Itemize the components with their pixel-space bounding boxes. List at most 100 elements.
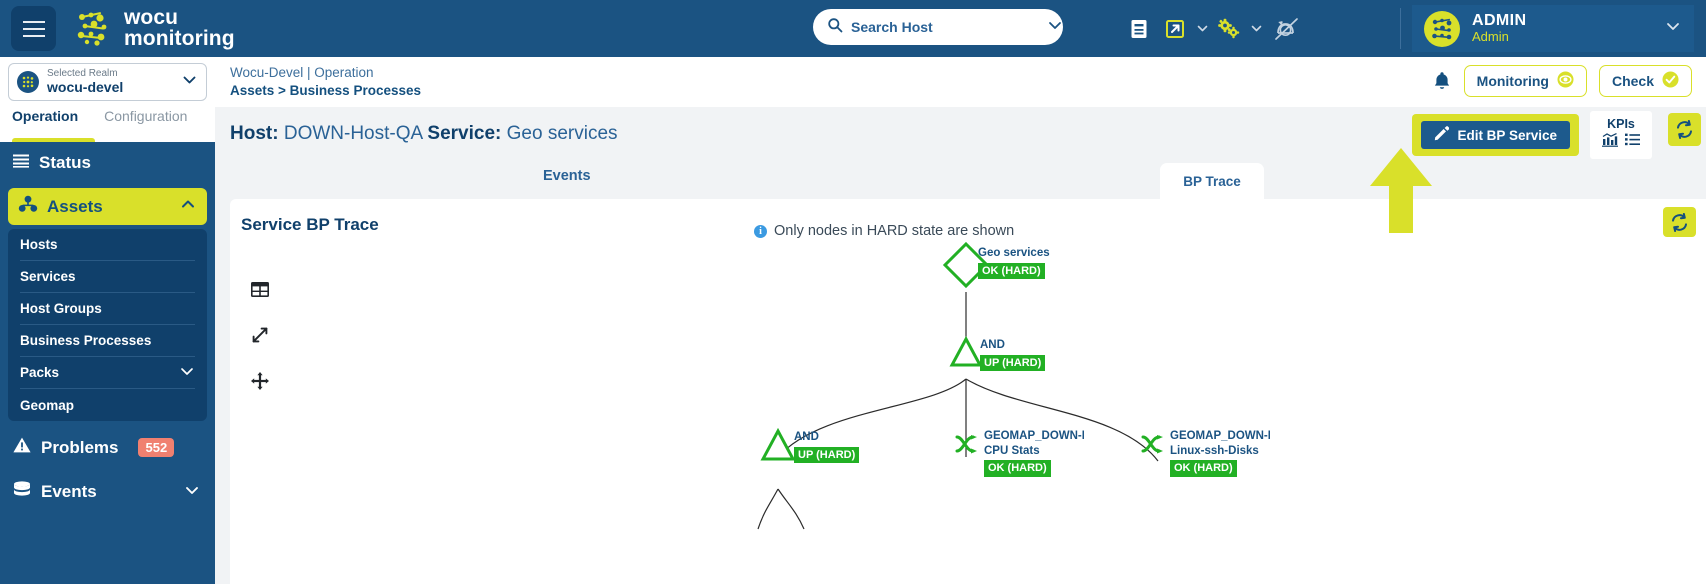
- node-host: GEOMAP_DOWN-Host: [1170, 430, 1270, 442]
- sidebar-item-geomap[interactable]: Geomap: [20, 389, 195, 421]
- sidebar-item-hosts[interactable]: Hosts: [20, 229, 195, 261]
- page-header: Host: DOWN-Host-QA Service: Geo services: [230, 111, 1706, 159]
- list-icon[interactable]: [1625, 133, 1640, 152]
- sidebar-item-services[interactable]: Services: [20, 261, 195, 293]
- chevron-down-icon[interactable]: [179, 363, 195, 382]
- external-link-icon[interactable]: [1158, 9, 1192, 49]
- edit-bp-service-highlight: Edit BP Service: [1412, 114, 1579, 156]
- card-title: Service BP Trace: [241, 215, 379, 234]
- check-button[interactable]: Check: [1598, 65, 1692, 97]
- node-service-1-glyph: [955, 435, 977, 454]
- sidebar-item-business-processes[interactable]: Business Processes: [20, 325, 195, 357]
- info-icon: i: [754, 224, 767, 238]
- refresh-button[interactable]: [1668, 113, 1701, 146]
- report-document-icon[interactable]: [1122, 9, 1156, 49]
- bell-icon[interactable]: [1432, 70, 1452, 92]
- brand-logo: wocu monitoring: [76, 7, 235, 50]
- wocu-dots-avatar-icon: [1424, 10, 1460, 47]
- realm-band: Selected Realm wocu-devel: [0, 57, 215, 106]
- search-input[interactable]: [851, 19, 1047, 35]
- sidebar-item-problems[interactable]: Problems 552: [0, 425, 215, 470]
- chevron-down-icon[interactable]: [183, 481, 201, 504]
- header-actions: Monitoring Check: [1432, 65, 1692, 97]
- submenu-label: Host Groups: [20, 301, 102, 316]
- problems-count-badge: 552: [138, 438, 175, 457]
- submenu-label: Packs: [20, 365, 60, 380]
- node-service-2-glyph: [1141, 435, 1163, 454]
- sidebar-item-host-groups[interactable]: Host Groups: [20, 293, 195, 325]
- grid-layout-icon[interactable]: [250, 279, 270, 299]
- move-cross-icon[interactable]: [250, 371, 270, 391]
- hamburger-icon[interactable]: [11, 6, 56, 51]
- node-label-service-1: GEOMAP_DOWN-Host CPU Stats OK (HARD): [984, 429, 1084, 477]
- node-and-1-glyph: [949, 335, 983, 367]
- user-menu[interactable]: ADMIN Admin: [1412, 5, 1694, 52]
- check-circle-icon: [1662, 71, 1679, 91]
- check-label: Check: [1611, 73, 1654, 89]
- edit-bp-service-button[interactable]: Edit BP Service: [1421, 121, 1570, 149]
- status-badge: UP (HARD): [980, 354, 1046, 371]
- tab-bp-trace[interactable]: BP Trace: [1160, 163, 1264, 199]
- node-title: Geo services: [978, 247, 1050, 259]
- expand-arrows-icon[interactable]: [250, 325, 270, 345]
- breadcrumb: Assets > Business Processes: [230, 83, 421, 98]
- page-title: Host: DOWN-Host-QA Service: Geo services: [230, 123, 618, 145]
- tab-events[interactable]: Events: [543, 168, 591, 184]
- card-refresh-button[interactable]: [1663, 207, 1696, 237]
- chevron-down-icon[interactable]: [1047, 17, 1063, 38]
- sidebar-item-label: Problems: [41, 437, 119, 457]
- wocu-dots-logo-icon: [76, 10, 114, 48]
- brand-line-2: monitoring: [124, 26, 235, 50]
- hard-state-note-text: Only nodes in HARD state are shown: [774, 223, 1015, 239]
- node-label-service-2: GEOMAP_DOWN-Host Linux-ssh-Disks OK (HAR…: [1170, 429, 1270, 477]
- chevron-down-icon[interactable]: [1664, 17, 1682, 40]
- list-lines-icon: [13, 154, 29, 173]
- node-geo-services-glyph: [942, 241, 990, 289]
- sidebar-tabs: Operation Configuration: [0, 106, 215, 142]
- database-stack-icon: [13, 481, 31, 503]
- node-title: AND: [980, 339, 1005, 351]
- monitoring-button[interactable]: Monitoring: [1463, 65, 1587, 97]
- monitoring-label: Monitoring: [1476, 73, 1549, 89]
- status-badge: UP (HARD): [794, 446, 860, 463]
- top-navigation-bar: wocu monitoring: [0, 0, 1706, 57]
- tab-operation[interactable]: Operation: [12, 108, 79, 124]
- chevron-down-icon[interactable]: [181, 71, 198, 93]
- breadcrumb-realm: Wocu-Devel | Operation: [230, 65, 374, 80]
- node-label-and-2: AND UP (HARD): [794, 430, 860, 463]
- main-content: Wocu-Devel | Operation Assets > Business…: [215, 57, 1706, 584]
- chevron-up-icon[interactable]: [179, 195, 197, 218]
- warning-triangle-icon: [13, 437, 31, 458]
- kpis-widget[interactable]: KPIs: [1590, 111, 1652, 159]
- realm-selector[interactable]: Selected Realm wocu-devel: [8, 62, 207, 101]
- sidebar-item-events[interactable]: Events: [0, 470, 215, 514]
- search-host-box[interactable]: [813, 9, 1063, 45]
- submenu-label: Hosts: [20, 237, 58, 252]
- service-value: Geo services: [506, 123, 618, 144]
- sidebar-item-assets[interactable]: Assets: [8, 188, 207, 225]
- chevron-down-icon[interactable]: [1194, 22, 1210, 35]
- breadcrumb-bar: Wocu-Devel | Operation Assets > Business…: [215, 57, 1706, 107]
- sidebar-item-packs[interactable]: Packs: [20, 357, 195, 389]
- gears-settings-icon[interactable]: [1212, 9, 1246, 49]
- node-service: CPU Stats: [984, 444, 1040, 457]
- page-panel: Host: DOWN-Host-QA Service: Geo services: [215, 107, 1706, 584]
- content-tabs: Events BP Trace: [230, 163, 1706, 199]
- header-divider: [1400, 8, 1401, 49]
- submenu-label: Services: [20, 269, 76, 284]
- sidebar-item-label: Status: [39, 153, 91, 172]
- graph-toolbar: [250, 279, 270, 391]
- no-notifications-icon[interactable]: [1266, 9, 1306, 49]
- tab-configuration[interactable]: Configuration: [104, 108, 188, 124]
- hard-state-note: i Only nodes in HARD state are shown: [754, 223, 1014, 239]
- chart-bars-icon[interactable]: [1602, 133, 1618, 152]
- refresh-icon: [1672, 212, 1687, 232]
- user-role: Admin: [1472, 29, 1509, 45]
- realm-value: wocu-devel: [47, 79, 124, 96]
- chevron-down-icon[interactable]: [1248, 22, 1264, 35]
- sidebar-item-status[interactable]: Status: [0, 142, 215, 184]
- status-badge: OK (HARD): [984, 460, 1051, 477]
- submenu-label: Geomap: [20, 397, 75, 413]
- node-service: Linux-ssh-Disks: [1170, 444, 1259, 457]
